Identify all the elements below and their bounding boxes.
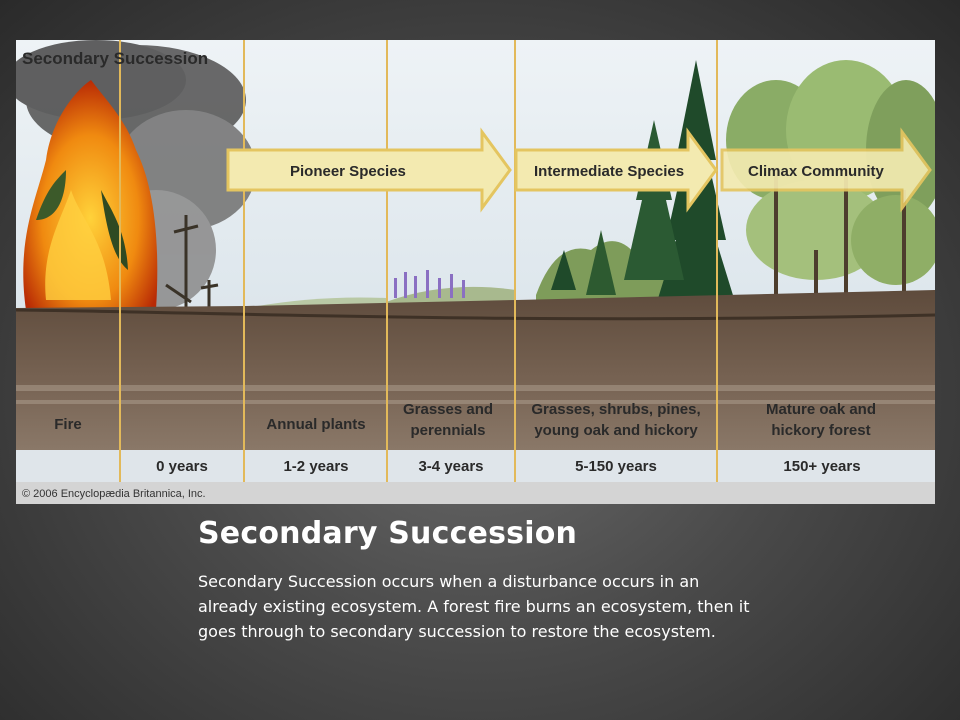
climax-arrow-label: Climax Community	[748, 163, 885, 180]
intermediate-arrow-label: Intermediate Species	[534, 163, 684, 180]
slide-title: Secondary Succession	[198, 516, 578, 551]
stage-label-shrubs-2: young oak and hickory	[534, 422, 698, 439]
stage-label-grasses-1: Grasses and	[403, 401, 493, 418]
climax-arrow: Climax Community	[720, 127, 932, 213]
time-label-3: 5-150 years	[575, 458, 657, 475]
stage-dividers	[119, 40, 718, 482]
stage-label-annual: Annual plants	[266, 416, 365, 433]
succession-diagram: Pioneer Species Intermediate Species Cli…	[16, 40, 935, 504]
time-label-0: 0 years	[156, 458, 208, 475]
stage-label-mature-1: Mature oak and	[766, 401, 876, 418]
soil	[16, 290, 935, 450]
stage-label-fire: Fire	[54, 416, 82, 433]
stage-label-grasses-2: perennials	[410, 422, 485, 439]
time-labels: 0 years 1-2 years 3-4 years 5-150 years …	[156, 458, 860, 475]
burning-tree	[23, 80, 158, 310]
stage-label-shrubs-1: Grasses, shrubs, pines,	[531, 401, 700, 418]
timeline-bar	[16, 450, 935, 482]
time-label-1: 1-2 years	[283, 458, 348, 475]
pioneer-arrow-label: Pioneer Species	[290, 163, 406, 180]
pioneer-arrow: Pioneer Species	[226, 127, 512, 213]
succession-illustration: Pioneer Species Intermediate Species Cli…	[16, 40, 935, 504]
stage-label-mature-2: hickory forest	[771, 422, 870, 439]
time-label-2: 3-4 years	[418, 458, 483, 475]
dead-snags	[165, 215, 219, 308]
time-label-4: 150+ years	[783, 458, 860, 475]
intermediate-arrow: Intermediate Species	[514, 127, 718, 213]
copyright-text: © 2006 Encyclopædia Britannica, Inc.	[22, 488, 206, 500]
slide-body-text: Secondary Succession occurs when a distu…	[198, 572, 750, 641]
soil-speckles	[16, 385, 935, 404]
stage-labels: Fire Annual plants Grasses and perennial…	[54, 401, 876, 439]
credit-bar	[16, 482, 935, 504]
figure-title: Secondary Succession	[22, 49, 208, 68]
